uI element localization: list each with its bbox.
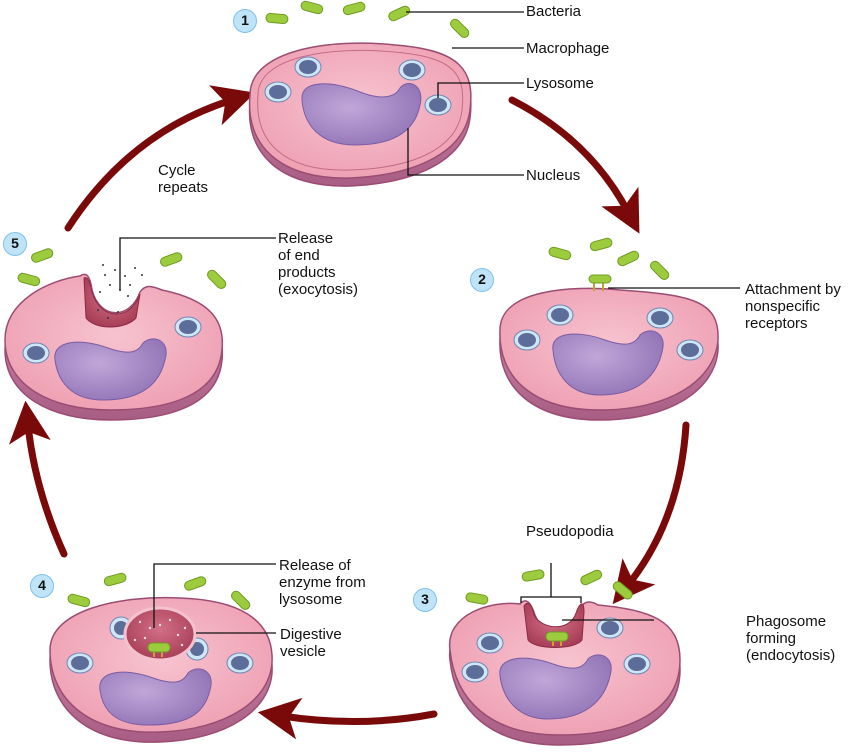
cycle-arrows <box>8 85 690 740</box>
step-badge-1: 1 <box>233 9 257 33</box>
cell-1-macrophage <box>248 42 472 187</box>
leader-lines <box>119 11 740 634</box>
cell-5-exocytosis <box>4 264 224 421</box>
nucleus <box>499 654 612 720</box>
nucleus <box>54 338 167 401</box>
engulfed-bacterium <box>545 631 569 646</box>
bacterium <box>580 569 603 586</box>
leader-end-products <box>119 237 276 290</box>
bacterium <box>300 0 324 15</box>
nucleus <box>552 330 664 396</box>
bacterium <box>231 590 251 610</box>
bacterium <box>589 237 613 252</box>
label-bacteria: Bacteria <box>526 3 582 20</box>
exocytosis-pocket <box>83 277 141 328</box>
digesting-bacterium <box>147 642 171 657</box>
label-enzyme-release: Release of enzyme from lysosome <box>279 557 366 608</box>
arrow-4-to-5 <box>8 400 68 558</box>
step-badge-2: 2 <box>470 268 494 292</box>
leader-nucleus <box>407 128 524 176</box>
step-badge-5: 5 <box>3 232 27 256</box>
label-end-products: Release of end products (exocytosis) <box>278 230 359 298</box>
bacterium <box>265 12 289 25</box>
leader-enzyme <box>153 563 276 628</box>
bacterium <box>465 592 489 605</box>
bacterium <box>612 581 633 600</box>
bacterium <box>617 250 640 267</box>
bacterium <box>160 252 183 267</box>
bacterium <box>650 260 670 280</box>
label-digestive-vesicle: Digestive vesicle <box>280 626 342 660</box>
bacterium <box>388 5 411 22</box>
enzyme-dots <box>133 618 187 647</box>
attached-bacterium <box>588 274 612 291</box>
cell-4-digestion <box>49 596 273 743</box>
arrow-5-to-1 <box>64 85 256 232</box>
bacterium <box>17 272 41 287</box>
bacterium <box>31 248 54 263</box>
cell-3-phagosome <box>449 563 681 746</box>
bacterium <box>521 569 545 582</box>
bacterium <box>342 1 366 16</box>
bacterium <box>184 576 207 591</box>
label-cycle-repeats: Cycle repeats <box>158 162 209 196</box>
arrow-1-to-2 <box>508 96 640 234</box>
label-lysosome: Lysosome <box>526 75 594 92</box>
bacterium <box>103 572 127 587</box>
phagosome <box>523 602 585 648</box>
lysosomes <box>513 304 704 361</box>
bacterium <box>207 269 227 289</box>
bacterium <box>548 246 572 261</box>
bacterium <box>67 593 91 608</box>
end-product-particles <box>97 264 143 319</box>
free-bacteria <box>17 0 670 610</box>
cell-2-attachment <box>499 274 719 421</box>
arrow-2-to-3 <box>612 421 690 605</box>
nucleus <box>99 668 212 726</box>
leader-lysosome <box>437 82 524 98</box>
arrow-3-to-4 <box>257 697 438 740</box>
label-attachment: Attachment by nonspecific receptors <box>745 281 841 332</box>
step-badge-4: 4 <box>30 574 54 598</box>
lysosomes <box>264 56 452 116</box>
lysosomes <box>66 652 254 674</box>
label-nucleus: Nucleus <box>526 167 581 184</box>
label-macrophage: Macrophage <box>526 40 610 57</box>
label-pseudopodia: Pseudopodia <box>526 523 614 540</box>
nucleus <box>301 83 422 146</box>
label-phagosome: Phagosome forming (endocytosis) <box>746 613 836 664</box>
lysosomes <box>22 316 202 364</box>
bacterium <box>450 18 470 38</box>
step-badge-3: 3 <box>413 588 437 612</box>
pseudopodia-bracket <box>520 563 582 603</box>
digestive-vesicle <box>123 606 197 662</box>
lysosomes <box>461 617 651 683</box>
